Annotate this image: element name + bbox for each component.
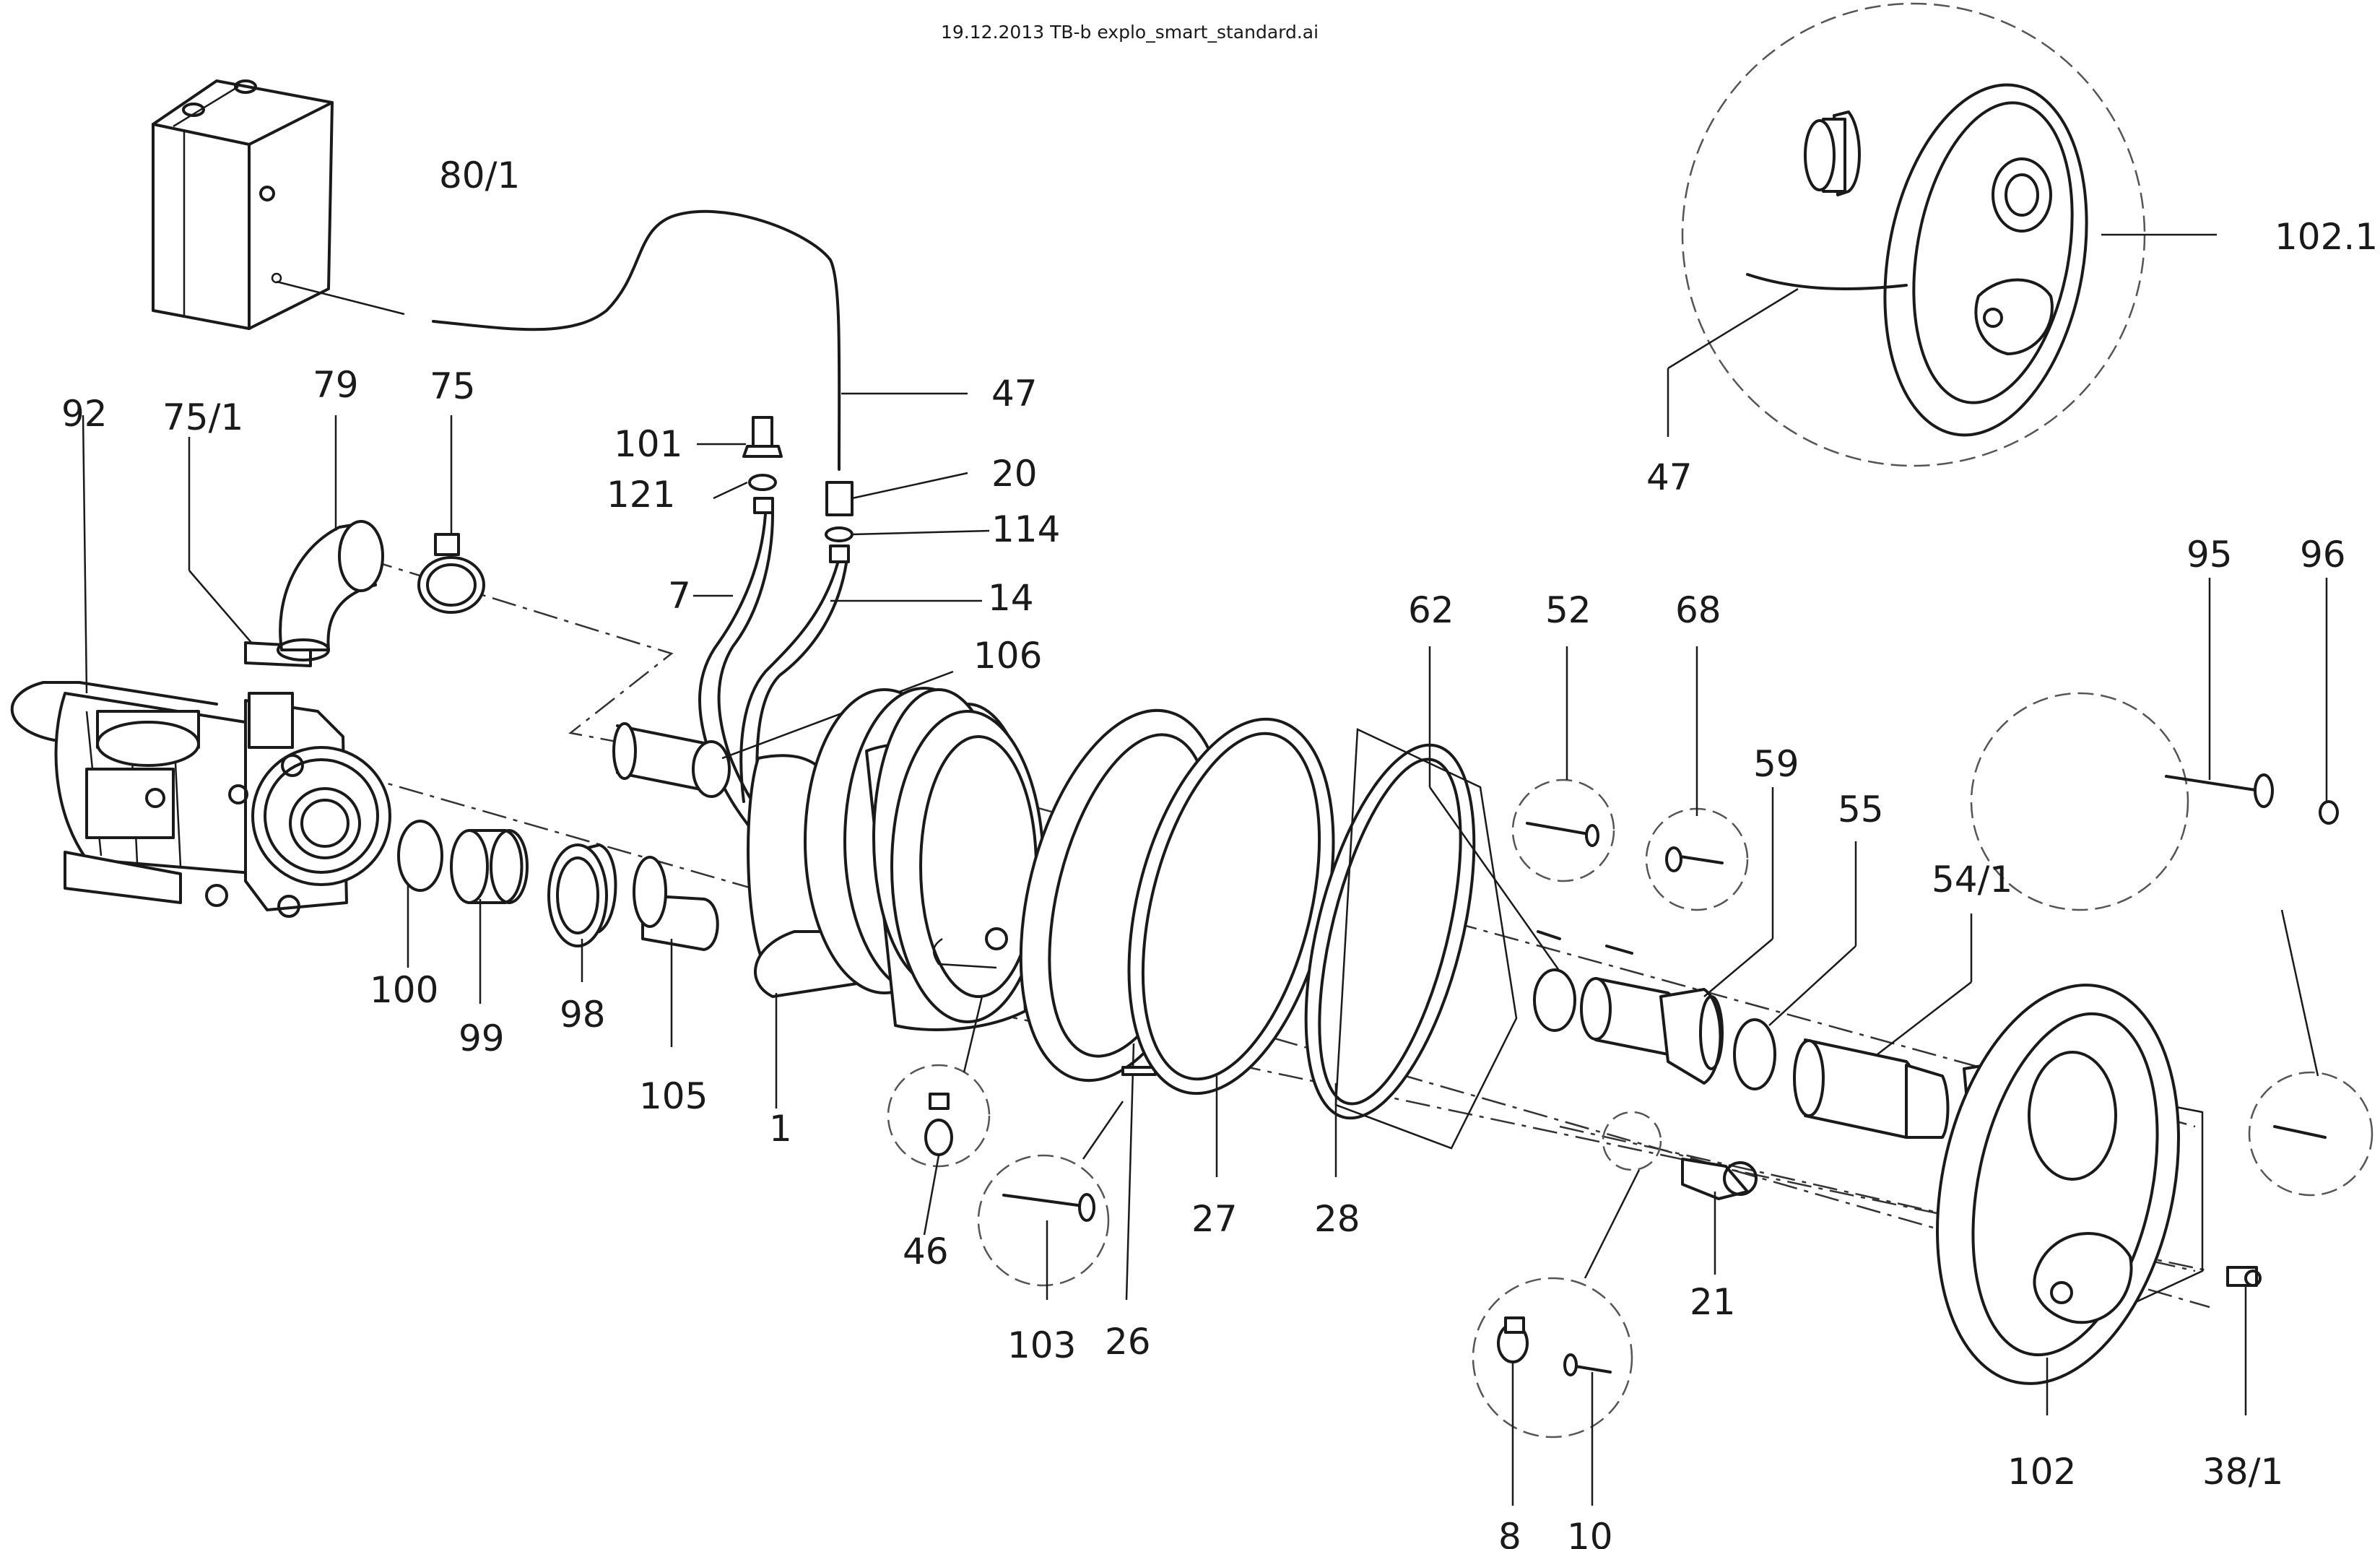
pipe-106 (612, 670, 954, 798)
elbow-79 (277, 415, 384, 661)
front-cover-102 (1936, 984, 2204, 1415)
label-102: 102 (2007, 1451, 2076, 1493)
detail-8-10 (1472, 1111, 1662, 1506)
label-62: 62 (1408, 589, 1454, 631)
label-1: 1 (769, 1108, 792, 1150)
label-8: 8 (1498, 1516, 1521, 1549)
label-79: 79 (313, 364, 359, 406)
nozzle-59 (1580, 787, 1774, 1085)
label-105: 105 (639, 1075, 708, 1117)
gasket-27 (1127, 717, 1335, 1177)
cable-47 (432, 209, 841, 471)
label-92: 92 (61, 393, 108, 435)
label-54-1: 54/1 (1932, 859, 2012, 901)
fitting-101 (697, 416, 783, 458)
insert-54-1 (1793, 914, 1973, 1139)
label-7: 7 (668, 575, 691, 617)
o-ring-100 (397, 820, 443, 892)
label-98: 98 (560, 994, 606, 1036)
label-27: 27 (1191, 1198, 1238, 1240)
gland-20 (825, 472, 968, 516)
label-52: 52 (1545, 589, 1591, 631)
label-55: 55 (1838, 789, 1884, 830)
label-21: 21 (1690, 1281, 1736, 1323)
label-121: 121 (607, 474, 675, 516)
o-ring-55 (1733, 841, 1857, 1090)
screw-detail-38-1 (2226, 909, 2374, 1415)
label-28: 28 (1314, 1198, 1360, 1240)
clamp-detail-46 (887, 996, 991, 1236)
label-80-1: 80/1 (439, 155, 520, 196)
sleeve-99 (450, 829, 529, 1004)
label-10: 10 (1567, 1516, 1613, 1549)
label-14: 14 (988, 577, 1034, 619)
valve-21 (1681, 1158, 1758, 1275)
label-95: 95 (2186, 534, 2233, 576)
label-101: 101 (614, 423, 682, 465)
union-nut-98 (547, 843, 617, 982)
label-75-1: 75/1 (162, 396, 243, 438)
label-20: 20 (991, 453, 1038, 495)
label-106: 106 (973, 635, 1042, 677)
inset-detail-102-1 (1667, 2, 2217, 467)
label-46: 46 (903, 1231, 949, 1272)
label-68: 68 (1675, 589, 1721, 631)
label-26: 26 (1105, 1321, 1151, 1363)
label-47: 47 (991, 373, 1038, 415)
label-75: 75 (430, 365, 476, 407)
ring-121 (713, 474, 777, 514)
label-38-1: 38/1 (2202, 1451, 2283, 1493)
file-header: 19.12.2013 TB-b explo_smart_standard.ai (941, 22, 1319, 43)
ring-114 (825, 526, 990, 563)
pump-housing-1 (747, 687, 1045, 1108)
screw-detail-95-96 (1970, 578, 2339, 911)
flange-ring-28 (1304, 728, 1518, 1177)
label-114: 114 (991, 508, 1060, 550)
motor-pump-92 (10, 415, 391, 918)
label-59: 59 (1753, 743, 1799, 785)
screw-detail-103 (977, 1066, 1157, 1300)
control-box-80-1 (152, 79, 405, 330)
label-102-1: 102.1 (2275, 216, 2378, 258)
pipe-105 (633, 856, 719, 1047)
label-99: 99 (459, 1018, 505, 1059)
screw-detail-68 (1605, 646, 1749, 955)
label-47b: 47 (1646, 456, 1693, 498)
label-100: 100 (370, 969, 438, 1011)
hose-clamp-75 (417, 415, 485, 614)
screw-detail-52 (1511, 646, 1615, 940)
o-ring-62 (1428, 646, 1576, 1032)
label-96: 96 (2300, 534, 2346, 576)
label-103: 103 (1007, 1324, 1076, 1366)
